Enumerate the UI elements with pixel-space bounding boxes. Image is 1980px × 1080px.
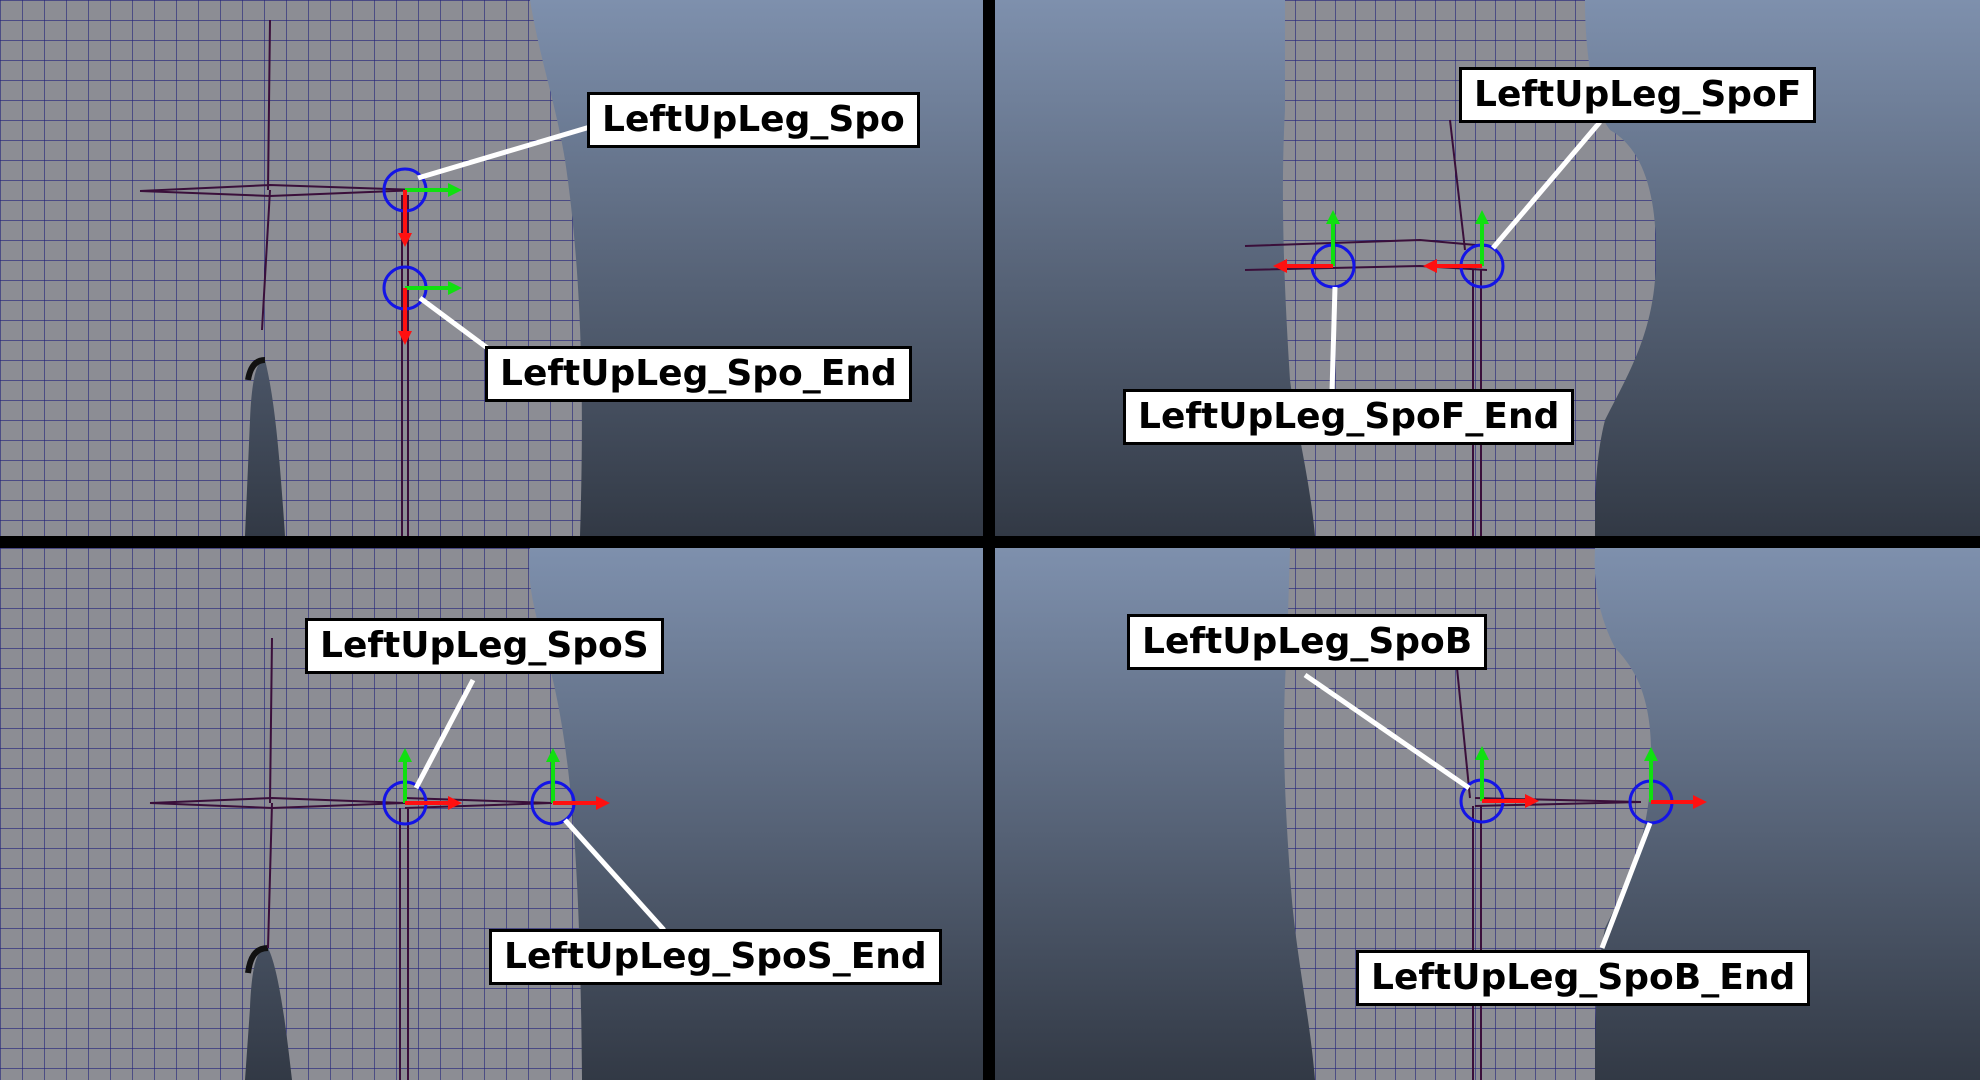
- body-mesh: [1284, 548, 1652, 1080]
- joint-label: LeftUpLeg_SpoF: [1459, 67, 1817, 123]
- leader-line: [418, 295, 492, 353]
- leader-line: [1491, 120, 1602, 250]
- body-mesh: [0, 548, 582, 1080]
- viewport-divider-horizontal[interactable]: [0, 536, 1980, 548]
- viewport-side-front[interactable]: LeftUpLeg_SpoF LeftUpLeg_SpoF_End: [995, 0, 1980, 536]
- leader-line: [563, 818, 666, 932]
- joint-label: LeftUpLeg_SpoF_End: [1123, 389, 1575, 445]
- joint-label: LeftUpLeg_SpoS: [305, 618, 664, 674]
- joint-rotate-manipulator-icon: [382, 167, 462, 247]
- joint-rotate-manipulator-icon: [1423, 210, 1505, 289]
- leader-line: [413, 678, 476, 790]
- viewport-front-side[interactable]: LeftUpLeg_SpoS LeftUpLeg_SpoS_End: [0, 548, 983, 1080]
- joint-rotate-manipulator-icon: [382, 748, 462, 826]
- joint-rotate-manipulator-icon: [1628, 747, 1707, 825]
- hip-joint-marker: [139, 19, 421, 331]
- leader-line: [417, 124, 591, 181]
- leader-line: [1303, 672, 1471, 791]
- joint-label: LeftUpLeg_Spo_End: [485, 346, 912, 402]
- joint-rotate-manipulator-icon: [1459, 746, 1539, 824]
- viewport-front-upper[interactable]: LeftUpLeg_Spo LeftUpLeg_Spo_End: [0, 0, 983, 536]
- body-mesh: [0, 0, 582, 536]
- joint-label: LeftUpLeg_SpoB_End: [1356, 950, 1811, 1006]
- joint-label: LeftUpLeg_SpoB: [1127, 614, 1488, 670]
- joint-rotate-manipulator-icon: [530, 748, 610, 826]
- joint-label: LeftUpLeg_Spo: [587, 92, 920, 148]
- viewport-scene: [0, 0, 983, 536]
- leader-line: [1329, 286, 1338, 393]
- joint-rotate-manipulator-icon: [382, 265, 462, 345]
- joint-label: LeftUpLeg_SpoS_End: [489, 929, 942, 985]
- viewport-side-back[interactable]: LeftUpLeg_SpoB LeftUpLeg_SpoB_End: [995, 548, 1980, 1080]
- leader-line: [1599, 822, 1653, 949]
